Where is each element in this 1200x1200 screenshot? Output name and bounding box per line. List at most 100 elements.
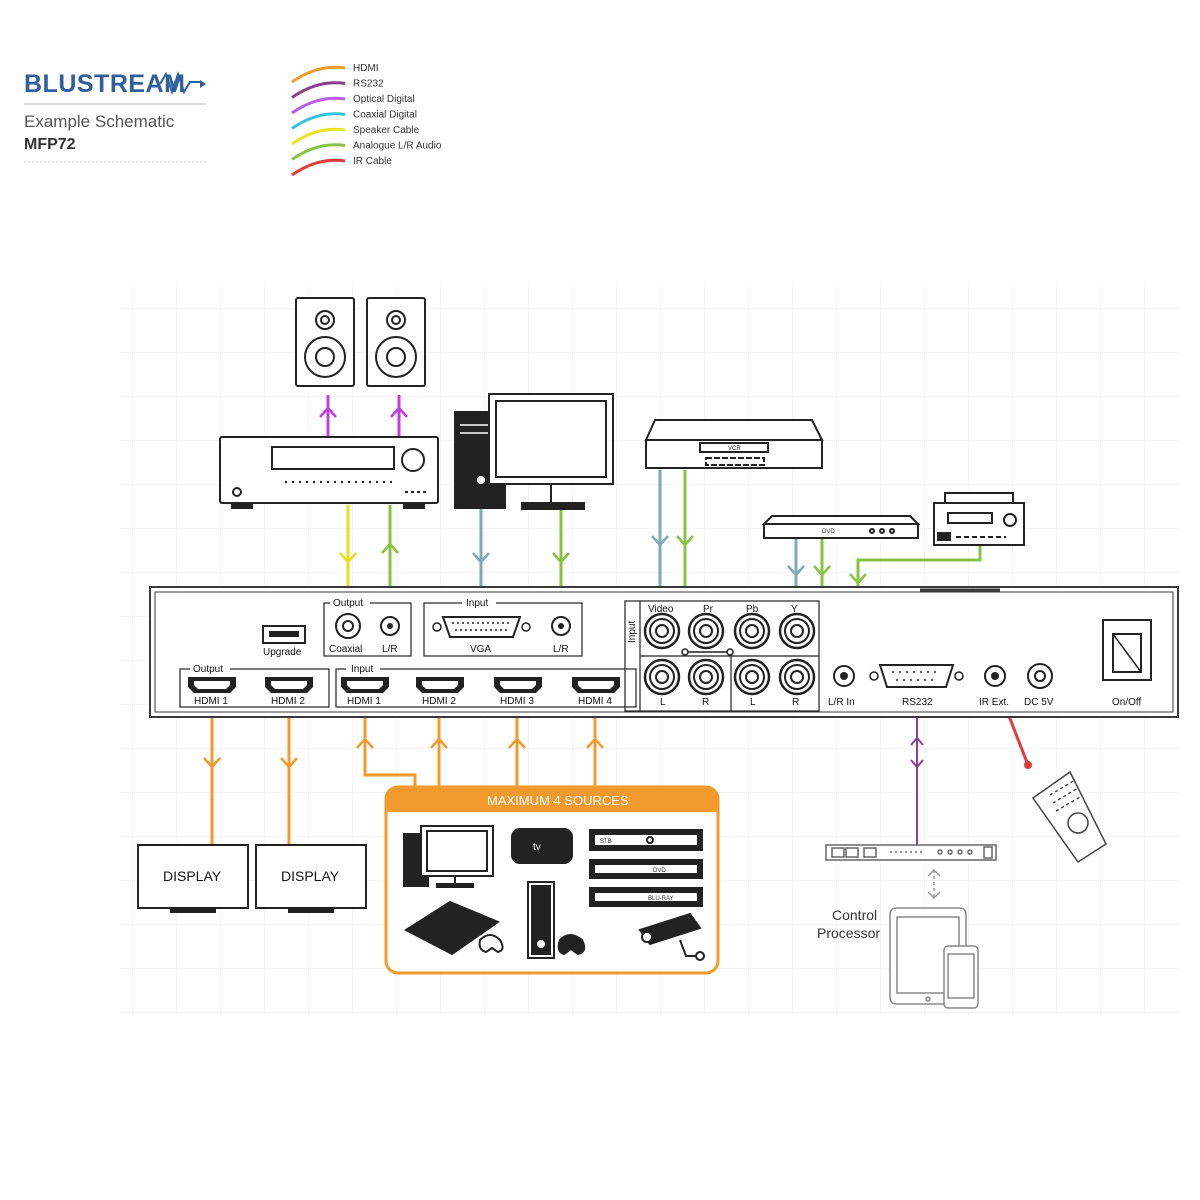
right-1-label: R xyxy=(702,697,709,708)
svg-text:STB: STB xyxy=(600,839,612,845)
hdmi-input-1-port xyxy=(341,677,389,693)
pr-label: Pr xyxy=(703,604,714,615)
control-link-arrow xyxy=(927,868,941,900)
arrow-analogue-avr xyxy=(381,542,399,554)
hdmi-input-3-label: HDMI 3 xyxy=(500,696,534,707)
brand-arrow-icon xyxy=(200,80,206,88)
rca-audio-right-1-port xyxy=(687,658,725,696)
header: BLUSTREAM Example Schematic MFP72 xyxy=(24,70,206,163)
left-2-label: L xyxy=(750,697,756,708)
dc-5v-port xyxy=(1027,663,1053,689)
legend-label: Optical Digital xyxy=(353,94,415,105)
hdmi-output-2-label: HDMI 2 xyxy=(271,696,305,707)
ir-emitter-icon xyxy=(1024,761,1032,769)
speaker-left xyxy=(295,297,355,387)
rs232-port xyxy=(878,664,955,688)
legend-swatch xyxy=(291,158,346,177)
coaxial-label: Coaxial xyxy=(329,644,362,655)
audio-output-label: Output xyxy=(333,598,363,609)
hdmi-output-1-label: HDMI 1 xyxy=(194,696,228,707)
arrow-coaxial xyxy=(339,552,357,564)
legend-label: HDMI xyxy=(353,63,379,74)
pb-label: Pb xyxy=(746,604,759,615)
vga-input-label: Input xyxy=(466,598,488,609)
ir-ext-label: IR Ext. xyxy=(979,697,1009,708)
subtitle: Example Schematic xyxy=(24,112,175,131)
y-label: Y xyxy=(791,604,798,615)
control-processor-label-2: Processor xyxy=(817,925,880,941)
lr-output-label: L/R xyxy=(382,644,398,655)
svg-text:tv: tv xyxy=(533,842,541,853)
hdmi-output-label: Output xyxy=(193,664,223,675)
rca-pr-port xyxy=(687,612,725,650)
source-dvd-icon: DVD xyxy=(589,859,703,879)
rca-y-port xyxy=(778,612,816,650)
display-1: DISPLAY xyxy=(137,844,249,913)
sources-title: MAXIMUM 4 SOURCES xyxy=(487,793,629,808)
arrow-dvd-audio xyxy=(813,565,831,577)
hdmi-input-1-label: HDMI 1 xyxy=(347,696,381,707)
vga-port xyxy=(441,616,522,638)
legend-swatch xyxy=(291,65,346,84)
hdmi-input-4-label: HDMI 4 xyxy=(578,696,612,707)
legend-label: Speaker Cable xyxy=(353,125,420,136)
arrow-hdmi-in-4 xyxy=(586,737,604,749)
arrow-vcr-audio xyxy=(676,535,694,547)
source-xbox-icon xyxy=(527,881,586,959)
lr-in-label: L/R In xyxy=(828,697,855,708)
phone-icon xyxy=(943,945,979,1009)
vga-label: VGA xyxy=(470,644,491,655)
svg-text:BLU-RAY: BLU-RAY xyxy=(648,896,674,902)
model-name: MFP72 xyxy=(24,136,76,153)
legend-label: Analogue L/R Audio xyxy=(353,141,442,152)
right-2-label: R xyxy=(792,697,799,708)
control-processor-unit xyxy=(825,844,997,861)
arrow-vga xyxy=(472,552,490,564)
left-1-label: L xyxy=(660,697,666,708)
legend-swatch xyxy=(291,96,346,115)
arrow-dvd-video xyxy=(787,565,805,577)
ir-remote-icon xyxy=(1031,770,1107,864)
display-2-label: DISPLAY xyxy=(281,868,340,884)
hdmi-input-2-label: HDMI 2 xyxy=(422,696,456,707)
svg-text:DVD: DVD xyxy=(653,868,666,874)
dab-radio xyxy=(933,492,1025,546)
legend-swatch xyxy=(291,127,346,146)
rca-audio-left-2-port xyxy=(733,658,771,696)
video-label: Video xyxy=(648,604,674,615)
arrow-hdmi-in-2 xyxy=(430,737,448,749)
legend-label: Coaxial Digital xyxy=(353,110,417,121)
source-cctv-camera-icon xyxy=(638,912,705,961)
brand-logo: BLUSTREAM xyxy=(24,70,185,98)
legend-label: IR Cable xyxy=(353,156,392,167)
svg-text:DVD: DVD xyxy=(822,529,835,535)
arrow-hdmi-in-3 xyxy=(508,737,526,749)
hdmi-output-1-port xyxy=(188,677,236,693)
arrow-rs232-down xyxy=(910,759,924,769)
av-receiver xyxy=(219,436,439,509)
source-pc-icon xyxy=(403,825,494,888)
dvd-player: DVD xyxy=(761,515,921,539)
vga-input-group xyxy=(423,602,583,657)
arrow-pc-audio xyxy=(552,552,570,564)
component-input-label: Input xyxy=(627,621,638,643)
dc-5v-label: DC 5V xyxy=(1024,697,1054,708)
source-apple-tv-icon: tv xyxy=(511,828,573,864)
source-stb-icon: STB xyxy=(589,829,703,851)
brand-wave-icon xyxy=(159,70,200,96)
legend-swatch xyxy=(291,81,346,99)
vga-audio-label: L/R xyxy=(553,644,569,655)
hdmi-input-3-port xyxy=(494,677,542,693)
rs232-label: RS232 xyxy=(902,697,933,708)
pc-computer xyxy=(454,393,614,510)
arrow-vcr-video xyxy=(651,535,669,547)
hdmi-input-2-port xyxy=(416,677,464,693)
hdmi-output-2-port xyxy=(265,677,313,693)
speaker-right xyxy=(366,297,426,387)
source-bluray-icon: BLU-RAY xyxy=(589,887,703,907)
rca-audio-left-1-port xyxy=(643,658,681,696)
display-2: DISPLAY xyxy=(255,844,367,913)
hdmi-input-4-port xyxy=(572,677,620,693)
arrow-hdmi-out-1 xyxy=(203,757,221,769)
